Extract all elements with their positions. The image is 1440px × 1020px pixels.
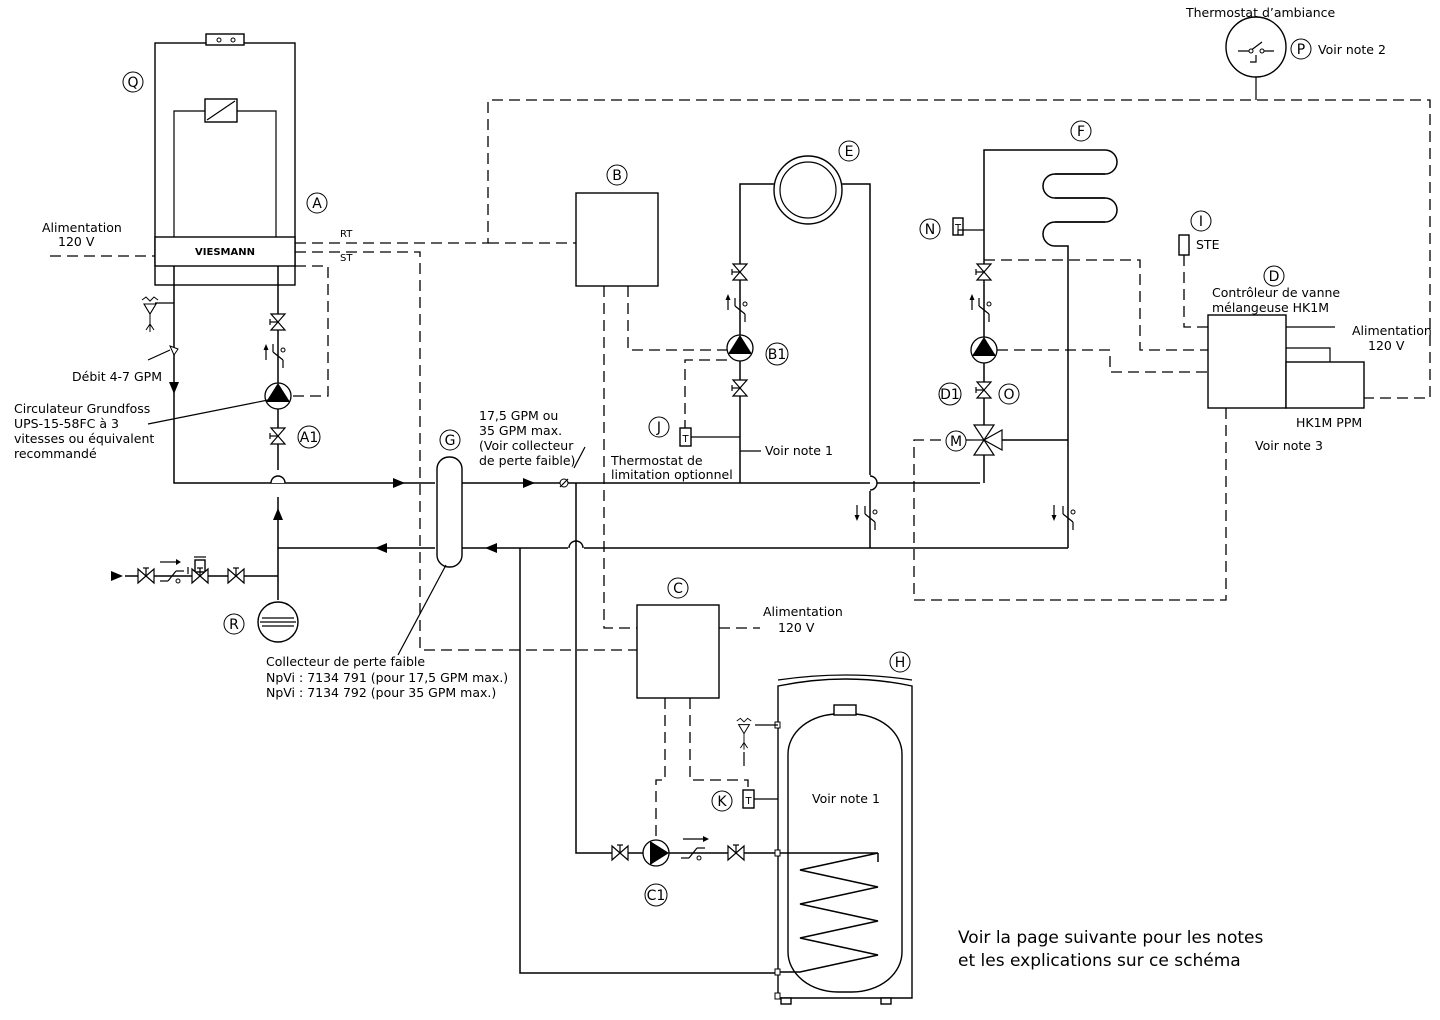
svg-text:P: P (1297, 42, 1305, 58)
marker-k: K (711, 790, 733, 812)
limit-thermostat-line-2: limitation optionnel (611, 467, 733, 482)
svg-text:I: I (1199, 214, 1203, 230)
marker-a: A (306, 192, 328, 214)
marker-e: E (838, 140, 860, 162)
marker-g: G (439, 429, 461, 451)
mixing-controller-line-2: mélangeuse HK1M (1212, 300, 1329, 315)
pump-note-line-2: UPS-15-58FC à 3 (14, 416, 119, 431)
control-b (575, 192, 659, 287)
marker-n: N (919, 218, 941, 240)
svg-text:C1: C1 (647, 888, 666, 904)
marker-a1: A1 (297, 425, 321, 449)
marker-h: H (889, 651, 911, 673)
gpm-note-line-3: (Voir collecteur (479, 438, 574, 453)
svg-text:A: A (312, 196, 322, 212)
marker-r: R (223, 613, 245, 635)
svg-text:G: G (445, 433, 456, 449)
svg-text:Q: Q (127, 75, 138, 91)
svg-text:D: D (1269, 269, 1280, 285)
brand-label: VIESMANN (195, 247, 255, 258)
pump-note-line-1: Circulateur Grundfoss (14, 401, 150, 416)
svg-text:M: M (950, 434, 962, 450)
marker-i: I (1190, 210, 1212, 232)
mixing-controller-line-1: Contrôleur de vanne (1212, 285, 1340, 300)
marker-c: C (667, 577, 689, 599)
c-power-label-2: 120 V (778, 620, 815, 635)
marker-o: O (998, 383, 1020, 405)
radiator (773, 155, 843, 225)
svg-text:K: K (717, 794, 727, 810)
sensor-n-label: T (954, 223, 962, 234)
boiler: VIESMANN (154, 33, 296, 286)
radiant-panel (983, 149, 1118, 548)
gpm-note-line-2: 35 GPM max. (479, 423, 562, 438)
control-c (636, 604, 720, 699)
svg-text:A1: A1 (300, 430, 318, 446)
boiler-control-panel (154, 236, 296, 267)
svg-text:B: B (612, 168, 622, 184)
svg-text:H: H (895, 655, 906, 671)
rt-label: RT (340, 229, 353, 240)
svg-text:J: J (656, 420, 661, 436)
svg-text:D1: D1 (940, 387, 960, 403)
header-note-line-1: Collecteur de perte faible (266, 654, 425, 669)
svg-text:O: O (1003, 387, 1014, 403)
marker-d1: D1 (938, 382, 962, 406)
ste-sensor (1178, 234, 1190, 256)
svg-text:R: R (229, 617, 239, 633)
marker-q: Q (122, 71, 144, 93)
footer-note-line-2: et les explications sur ce schéma (958, 951, 1241, 971)
sensor-j-label: T (681, 434, 689, 445)
control-wiring (50, 99, 1431, 840)
boiler-power-label-2: 120 V (58, 234, 95, 249)
hk1m-controller (1207, 314, 1287, 409)
low-loss-header (436, 456, 463, 568)
right-power-label-2: 120 V (1368, 338, 1405, 353)
boiler-supply-pipe (173, 266, 435, 484)
boiler-return-pipe (277, 289, 435, 549)
gpm-note-line-4: de perte faible) (479, 453, 575, 468)
st-label: ST (340, 253, 353, 264)
header-note-line-2: NpVi : 7134 791 (pour 17,5 GPM max.) (266, 670, 508, 685)
sensor-k-label: T (744, 796, 752, 807)
pump-note-line-4: recommandé (14, 446, 97, 461)
c-power-label-1: Alimentation (763, 604, 843, 619)
marker-p: P (1290, 38, 1312, 60)
svg-text:F: F (1077, 124, 1085, 140)
hk1m-ppm-label: HK1M PPM (1296, 415, 1362, 430)
svg-text:B1: B1 (768, 347, 787, 363)
see-note-3-label: Voir note 3 (1255, 438, 1323, 453)
hk1m-ppm (1285, 361, 1365, 409)
right-power-label-1: Alimentation (1352, 323, 1432, 338)
see-note-2-label: Voir note 2 (1318, 42, 1386, 57)
boiler-power-label-1: Alimentation (42, 220, 122, 235)
see-note-1-top: Voir note 1 (765, 443, 833, 458)
room-thermostat-label: Thermostat d’ambiance (1185, 5, 1336, 20)
footer-note-line-1: Voir la page suivante pour les notes (958, 928, 1263, 948)
gpm-note-line-1: 17,5 GPM ou (479, 408, 558, 423)
see-note-1-bottom: Voir note 1 (812, 791, 880, 806)
pump-note-line-3: vitesses ou équivalent (14, 431, 154, 446)
svg-text:C: C (673, 581, 683, 597)
dhw-tank (774, 674, 913, 1005)
header-note-line-3: NpVi : 7134 792 (pour 35 GPM max.) (266, 685, 496, 700)
svg-text:N: N (925, 222, 935, 238)
ste-label: STE (1196, 237, 1220, 252)
marker-f: F (1070, 120, 1092, 142)
marker-d: D (1263, 265, 1285, 287)
marker-b1: B1 (765, 342, 789, 366)
marker-c1: C1 (644, 883, 668, 907)
marker-j: J (648, 416, 670, 438)
limit-thermostat-line-1: Thermostat de (610, 453, 703, 468)
flow-rate-label: Débit 4-7 GPM (72, 369, 162, 384)
marker-m: M (945, 430, 967, 452)
marker-b: B (606, 164, 628, 186)
svg-text:E: E (845, 144, 854, 160)
